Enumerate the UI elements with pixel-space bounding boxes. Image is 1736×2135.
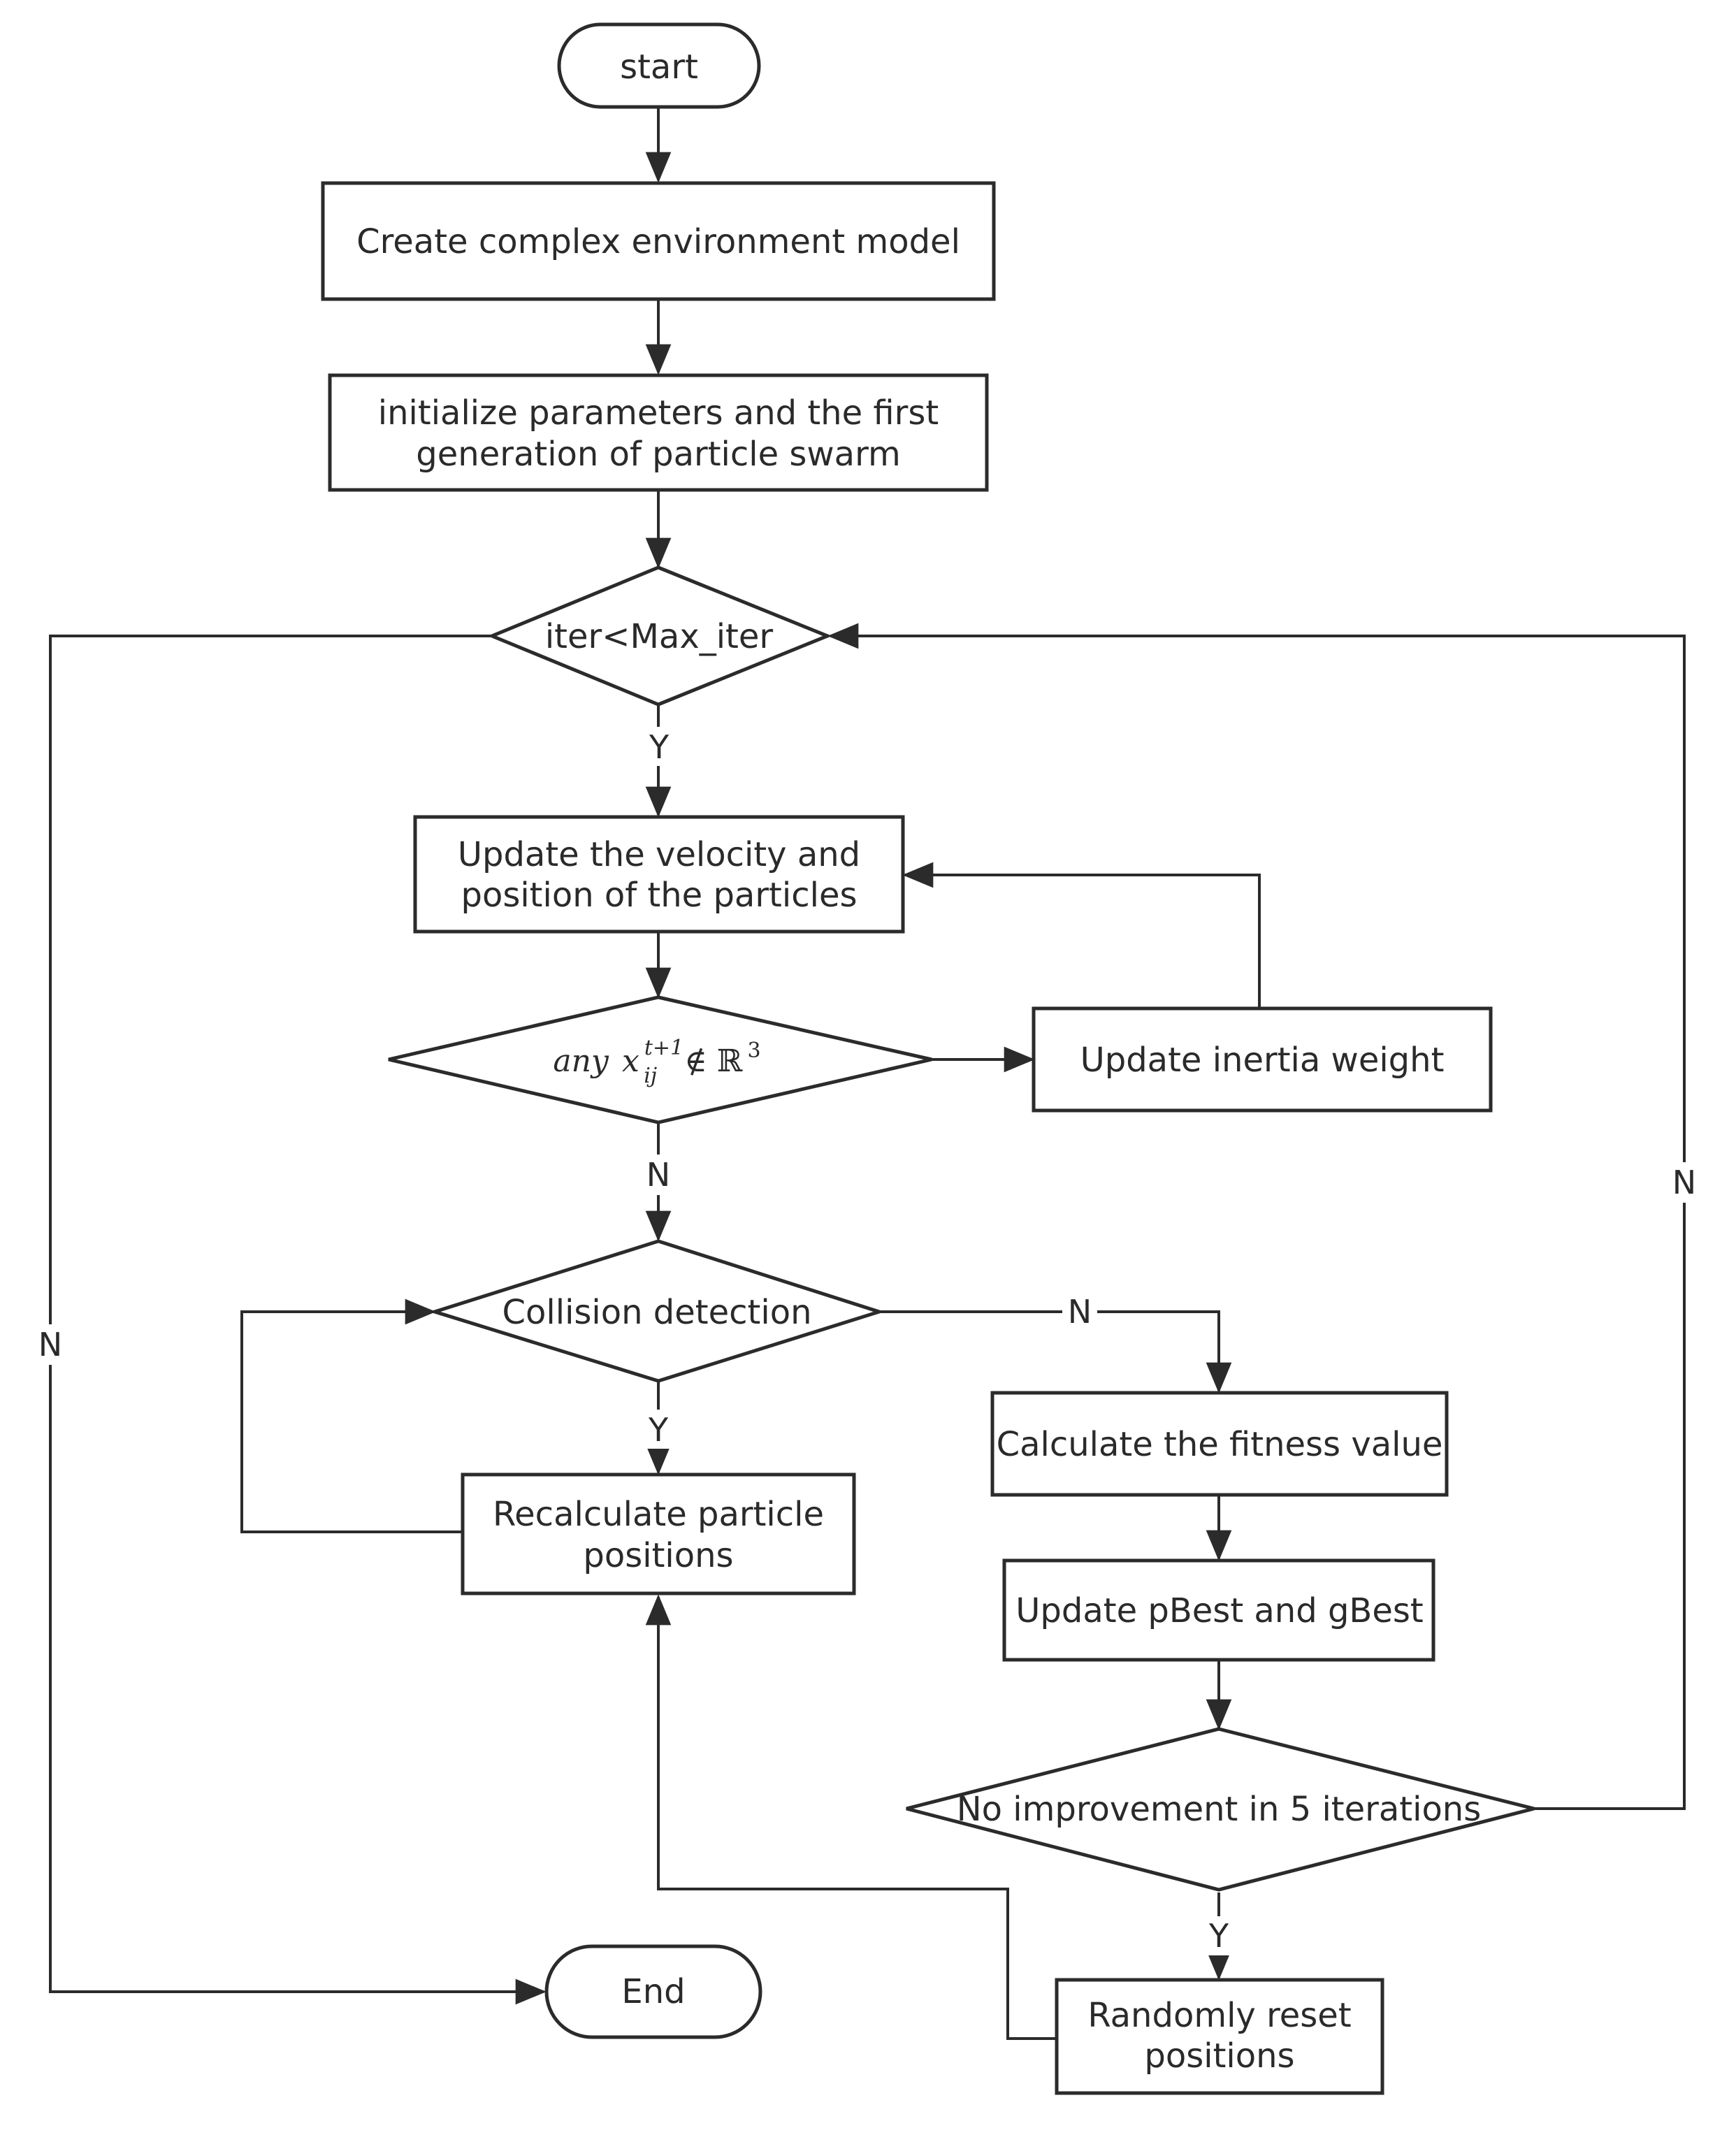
edge-labels: Y N N Y N Y N [35,727,1700,1955]
bounds-check-var: x [622,1043,639,1079]
random-reset-label-line1: Randomly reset [1087,1996,1351,2035]
bounds-check-formula: any x t+1 ij ∉ ℝ 3 [553,1036,760,1088]
update-velocity-box: Update the velocity and position of the … [413,815,905,934]
bounds-check-subscript: ij [644,1064,657,1088]
initialize-box: initialize parameters and the first gene… [328,373,989,492]
edge-recalc-to-collision [240,1298,461,1533]
calculate-fitness-label: Calculate the fitness value [997,1425,1443,1464]
edge-reset-to-recalc [645,1594,1055,2040]
edge-collision-no-to-fitness [879,1310,1232,1394]
recalculate-label-line2: positions [583,1536,733,1575]
collision-detection-diamond: Collision detection [428,1239,885,1383]
update-inertia-label: Update inertia weight [1080,1041,1445,1080]
edge-iter-no-to-end [49,635,547,2005]
iteration-check-diamond: iter<Max_iter [487,565,832,707]
random-reset-label-line2: positions [1144,2036,1294,2076]
initialize-label-line1: initialize parameters and the first [378,393,939,433]
recalculate-positions-box: Recalculate particle positions [461,1472,856,1595]
edge-update-inertia-to-update-velocity [902,862,1261,1007]
no-improvement-label: No improvement in 5 iterations [957,1790,1481,1829]
improve-no-label: N [1672,1164,1696,1201]
bounds-no-label: N [646,1156,670,1194]
improve-yes-label: Y [1208,1917,1229,1955]
iter-yes-label: Y [649,728,670,766]
create-environment-box: Create complex environment model [321,181,996,301]
iteration-check-label: iter<Max_iter [545,617,774,656]
update-velocity-label-line2: position of the particles [461,876,858,915]
create-environment-label: Create complex environment model [356,222,960,261]
collision-yes-label: Y [648,1411,669,1449]
end-terminal: End [544,1944,762,2039]
bounds-check-prefix: any [553,1043,609,1079]
collision-no-label: N [1068,1293,1092,1331]
calculate-fitness-box: Calculate the fitness value [990,1391,1449,1497]
start-terminal: start [557,22,761,109]
recalculate-label-line1: Recalculate particle [493,1495,824,1534]
update-velocity-label-line1: Update the velocity and [458,835,860,874]
iter-no-label: N [38,1326,62,1363]
edge-no-improve-no-to-iter-check [827,623,1686,1810]
random-reset-box: Randomly reset positions [1055,1978,1384,2095]
collision-detection-label: Collision detection [502,1293,812,1332]
start-label: start [620,48,698,87]
initialize-label-line2: generation of particle swarm [416,435,900,474]
connectors [49,108,1686,2040]
update-inertia-box: Update inertia weight [1032,1006,1493,1113]
end-label: End [621,1972,685,2011]
bounds-check-superscript: t+1 [644,1036,683,1060]
bounds-check-relation: ∉ ℝ [684,1043,743,1079]
update-best-label: Update pBest and gBest [1015,1591,1423,1630]
bounds-check-diamond: any x t+1 ij ∉ ℝ 3 [388,995,932,1124]
no-improvement-diamond: No improvement in 5 iterations [906,1727,1535,1892]
bounds-check-exponent: 3 [747,1038,760,1063]
update-best-box: Update pBest and gBest [1002,1558,1435,1662]
